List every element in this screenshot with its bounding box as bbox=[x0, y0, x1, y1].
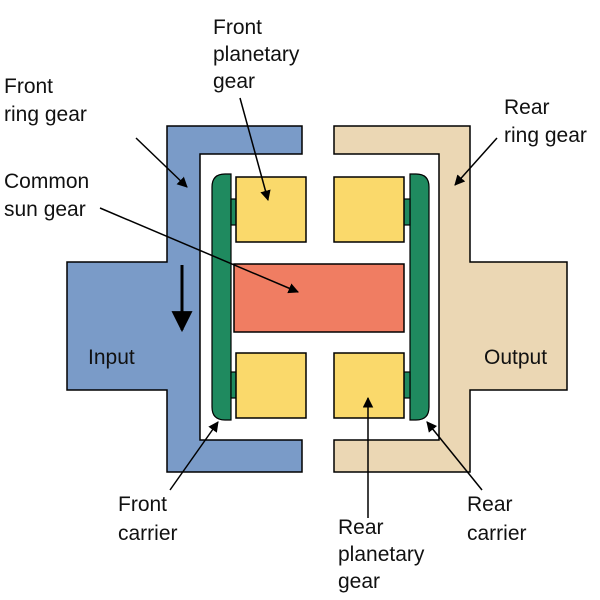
pointer-front-carrier bbox=[169, 421, 219, 491]
front-ring-gear bbox=[66, 125, 303, 473]
front-planetary-gear-bottom bbox=[235, 352, 307, 419]
common-sun-gear bbox=[233, 263, 405, 333]
label-common-sun-gear: Common sun gear bbox=[4, 170, 95, 221]
pointer-rear-carrier bbox=[426, 421, 483, 491]
label-rear-ring-gear: Rear ring gear bbox=[504, 96, 587, 147]
rear-carrier bbox=[409, 173, 430, 421]
front-planetary-gear-top bbox=[235, 176, 307, 243]
front-carrier bbox=[211, 173, 232, 421]
pointer-front-planetary-gear bbox=[239, 97, 271, 202]
rear-planetary-gear-bottom bbox=[333, 352, 405, 419]
pointer-front-ring-gear bbox=[135, 137, 188, 188]
label-output: Output bbox=[484, 346, 547, 369]
label-rear-planetary-gear: Rear planetary gear bbox=[338, 516, 430, 593]
label-rear-carrier: Rear carrier bbox=[467, 493, 527, 545]
pointer-common-sun-gear bbox=[99, 207, 299, 294]
pointer-rear-ring-gear bbox=[454, 137, 498, 186]
rear-ring-gear bbox=[333, 125, 568, 473]
label-front-carrier: Front carrier bbox=[118, 493, 178, 545]
label-input: Input bbox=[88, 346, 135, 369]
rear-planetary-gear-top bbox=[333, 176, 405, 243]
label-front-planetary-gear: Front planetary gear bbox=[213, 16, 305, 93]
label-front-ring-gear: Front ring gear bbox=[4, 75, 87, 126]
